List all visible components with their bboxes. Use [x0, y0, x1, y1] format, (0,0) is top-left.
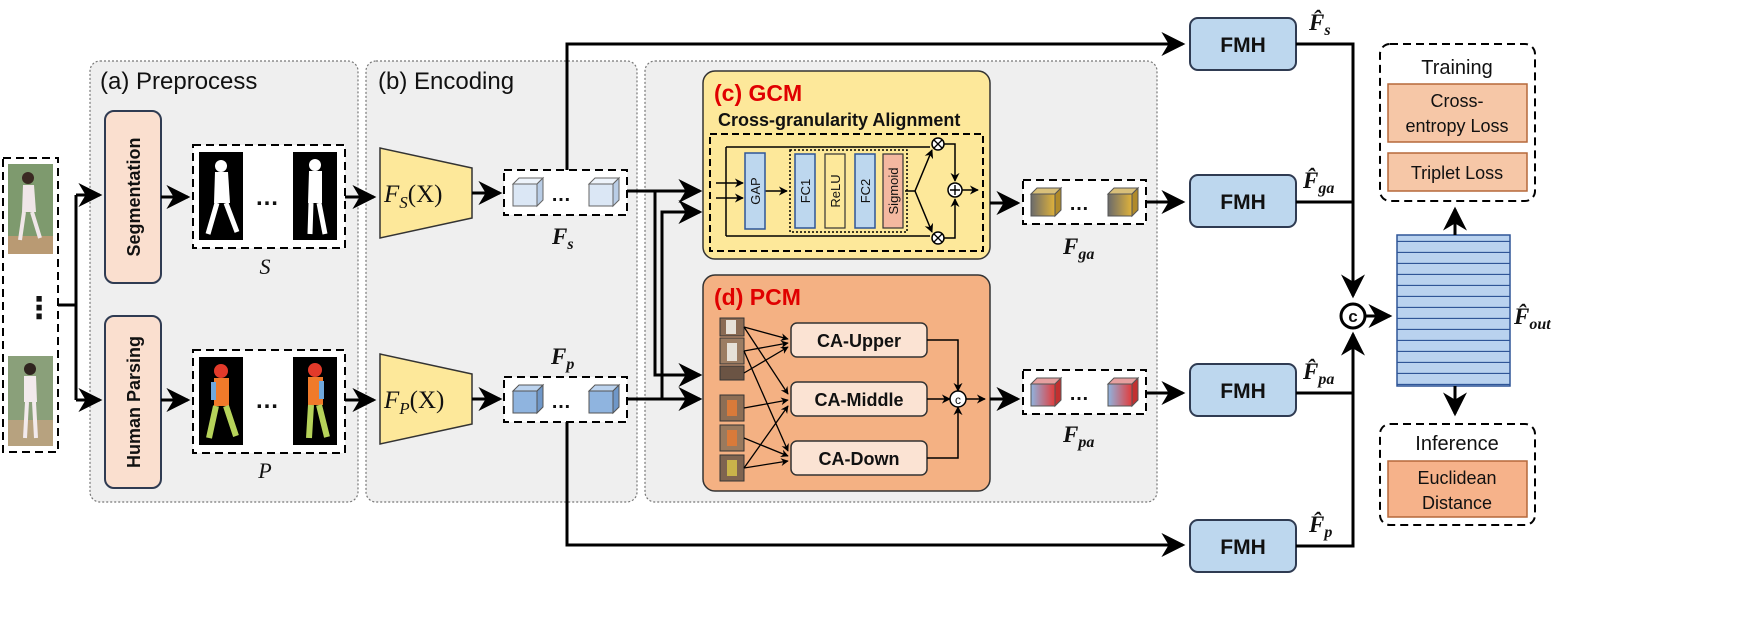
fmh-ga-output-label: F̂ga	[1302, 167, 1334, 197]
f-out-feature	[1396, 234, 1511, 387]
sigmoid-label: Sigmoid	[886, 168, 901, 215]
silhouette-set-label: S	[260, 254, 271, 279]
parsing-image-1	[199, 357, 243, 445]
triplet-loss-label: Triplet Loss	[1411, 163, 1503, 183]
relu-label: ReLU	[828, 174, 843, 207]
fc1-label: FC1	[798, 179, 813, 204]
sigmoid-block	[882, 153, 904, 229]
fmh-pa-output-label: F̂pa	[1302, 358, 1334, 388]
relu-block	[824, 153, 846, 229]
fpa-cube-1	[1029, 376, 1063, 408]
f-out-label: F̂out	[1513, 303, 1551, 333]
fmh-pa-label: FMH	[1220, 380, 1266, 403]
gcm-inner-lines	[716, 143, 979, 239]
fc1-block	[794, 153, 816, 229]
silhouette-image-1	[199, 152, 243, 240]
training-title: Training	[1421, 57, 1493, 79]
fga-cube-2	[1106, 186, 1140, 218]
encoding-title: (b) Encoding	[378, 68, 514, 95]
fs-feature-ellipsis: …	[551, 184, 571, 206]
fp-cube-1	[511, 383, 545, 415]
multiply-op-top	[931, 137, 945, 151]
fs-encoder-label: FS(X)	[383, 181, 443, 212]
cross-entropy-loss-box	[1387, 83, 1528, 143]
fs-cube-2	[587, 176, 621, 208]
fp-encoder	[379, 353, 473, 445]
fp-feature-ellipsis: …	[551, 391, 571, 413]
gap-label: GAP	[748, 177, 763, 204]
human-parsing-box	[104, 315, 162, 489]
fc2-block	[854, 153, 876, 229]
routing-lines	[565, 32, 1186, 557]
fs-feature-label: Fs	[551, 224, 574, 253]
gap-block	[744, 152, 766, 230]
euclidean-distance-line1: Euclidean	[1417, 468, 1496, 488]
input-image-top	[8, 164, 53, 254]
concat-op: c	[1339, 302, 1367, 330]
pcm-concat-lines	[927, 339, 986, 459]
fc-group-frame	[789, 149, 908, 233]
fc2-label: FC2	[858, 179, 873, 204]
ca-down-label: CA-Down	[819, 449, 900, 469]
cross-entropy-loss-line1: Cross-	[1431, 91, 1484, 111]
silhouette-ellipsis: …	[255, 184, 279, 211]
fpa-feature-label: Fpa	[1062, 422, 1094, 451]
fp-cube-2	[587, 383, 621, 415]
parsing-set-label: P	[257, 458, 271, 483]
pcm-concat-op: c	[949, 390, 967, 408]
input-ellipsis: ⋮	[24, 292, 54, 325]
input-image-bottom	[8, 356, 53, 446]
human-parsing-label: Human Parsing	[124, 336, 144, 468]
fga-feature-label: Fga	[1062, 234, 1094, 263]
pcm-cross-arrows	[743, 326, 789, 469]
fmh-p-label: FMH	[1220, 536, 1266, 559]
fmh-output-lines	[1296, 42, 1393, 548]
fpa-feature-ellipsis: …	[1069, 383, 1089, 405]
cross-entropy-loss-line2: entropy Loss	[1405, 116, 1508, 136]
svg-text:c: c	[1348, 307, 1357, 326]
fpa-cube-2	[1106, 376, 1140, 408]
fmh-s-label: FMH	[1220, 34, 1266, 57]
triplet-loss-box	[1387, 152, 1528, 192]
fs-encoder	[379, 147, 473, 239]
segmentation-label: Segmentation	[124, 137, 144, 256]
pcm-title: (d) PCM	[714, 284, 801, 310]
euclidean-distance-line2: Distance	[1422, 493, 1492, 513]
ca-upper-label: CA-Upper	[817, 331, 901, 351]
fga-feature-ellipsis: …	[1069, 193, 1089, 215]
add-op	[947, 182, 963, 198]
euclidean-distance-box	[1387, 460, 1528, 518]
parsing-image-2	[293, 357, 337, 445]
gcm-subtitle: Cross-granularity Alignment	[718, 110, 960, 130]
silhouette-image-2	[293, 152, 337, 240]
fp-encoder-label: FP(X)	[383, 387, 444, 418]
gcm-inner-frame	[709, 133, 984, 252]
fp-feature-label: Fp	[550, 344, 574, 373]
fmh-s-output-label: F̂s	[1308, 9, 1331, 39]
fmh-pa	[1189, 363, 1297, 417]
svg-text:c: c	[955, 393, 961, 407]
parsing-ellipsis: …	[255, 387, 279, 414]
pcm-part-images	[719, 317, 745, 482]
gcm-module	[702, 70, 991, 260]
multiply-op-bottom	[931, 231, 945, 245]
inference-title: Inference	[1415, 433, 1498, 455]
preprocess-title: (a) Preprocess	[100, 68, 257, 95]
fga-cube-1	[1029, 186, 1063, 218]
input-arrows	[58, 183, 103, 412]
fmh-ga-label: FMH	[1220, 191, 1266, 214]
gcm-title: (c) GCM	[714, 80, 802, 106]
fs-cube-1	[511, 176, 545, 208]
fmh-p-output-label: F̂p	[1308, 511, 1332, 541]
ca-middle-label: CA-Middle	[815, 390, 904, 410]
